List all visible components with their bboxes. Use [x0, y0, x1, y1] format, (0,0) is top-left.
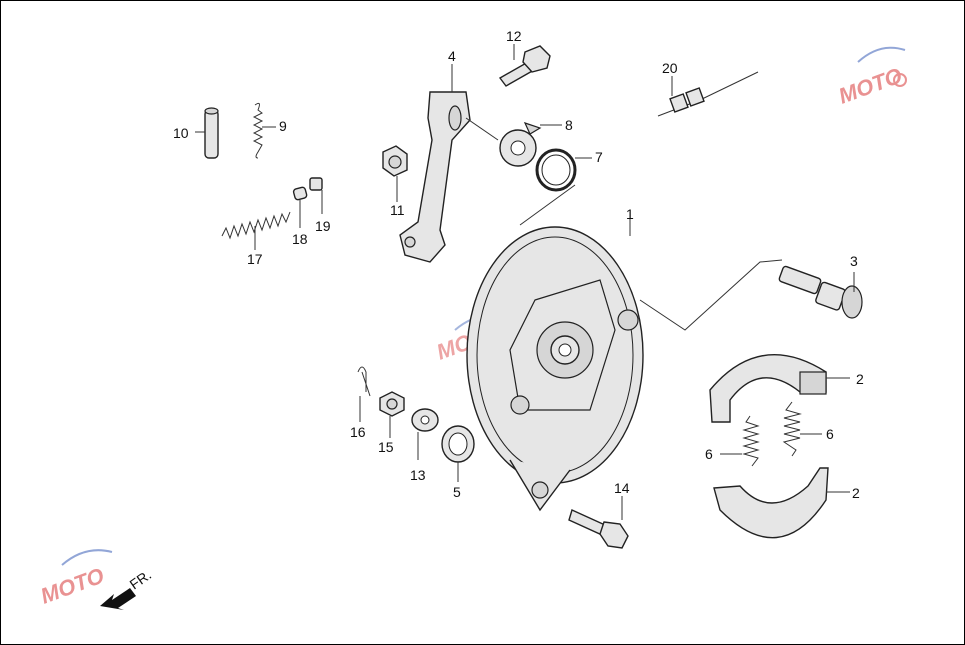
part-14-bolt	[568, 496, 629, 549]
watermark-bottom-left: MOTO	[37, 549, 113, 609]
part-12-bolt	[498, 44, 551, 87]
part-2-brake-shoe-upper	[709, 354, 850, 423]
watermark-text-bl: MOTO	[37, 563, 107, 609]
label-part-19: 19	[315, 218, 331, 234]
label-part-6b: 6	[826, 426, 834, 442]
front-arrow-icon	[100, 588, 136, 610]
front-direction-label: FR.	[127, 566, 155, 592]
label-part-5: 5	[453, 484, 461, 500]
label-part-8: 8	[565, 117, 573, 133]
part-13-washer	[411, 408, 439, 460]
part-17-spring	[221, 211, 291, 250]
part-6-spring-left	[720, 415, 760, 467]
label-part-3: 3	[850, 253, 858, 269]
part-11-nut	[382, 145, 408, 202]
label-part-4: 4	[448, 48, 456, 64]
part-8-lock-washer	[499, 121, 562, 167]
part-15-nut	[379, 391, 405, 438]
part-3-cam-shaft	[778, 265, 863, 319]
part-6-spring-right	[782, 401, 822, 457]
label-part-20: 20	[662, 60, 678, 76]
front-direction-indicator: FR.	[100, 566, 154, 610]
label-part-10: 10	[173, 125, 189, 141]
part-20-cable	[657, 71, 759, 117]
label-part-18: 18	[292, 231, 308, 247]
part-7-o-ring	[519, 148, 592, 226]
part-2-brake-shoe-lower	[713, 467, 850, 539]
part-19-nut	[309, 177, 323, 214]
part-4-brake-arm	[399, 64, 499, 263]
label-part-14: 14	[614, 480, 630, 496]
label-part-13: 13	[410, 467, 426, 483]
label-part-1: 1	[626, 206, 634, 222]
label-part-7: 7	[595, 149, 603, 165]
part-5-bearing	[441, 425, 475, 482]
part-16-cotter-pin	[357, 366, 371, 422]
label-part-6a: 6	[705, 446, 713, 462]
label-part-15: 15	[378, 439, 394, 455]
part-10-sleeve	[195, 107, 219, 159]
part-1-brake-panel	[466, 212, 783, 512]
label-part-2b: 2	[852, 485, 860, 501]
label-part-17: 17	[247, 251, 263, 267]
watermark-text: MOTO	[835, 63, 905, 109]
label-part-9: 9	[279, 118, 287, 134]
part-9-spring	[252, 102, 276, 159]
part-18-cap	[292, 186, 308, 228]
label-part-2a: 2	[856, 371, 864, 387]
label-part-11: 11	[390, 202, 405, 218]
label-part-16: 16	[350, 424, 366, 440]
watermark-top-right: MOTO	[835, 46, 907, 109]
label-part-12: 12	[506, 28, 522, 44]
